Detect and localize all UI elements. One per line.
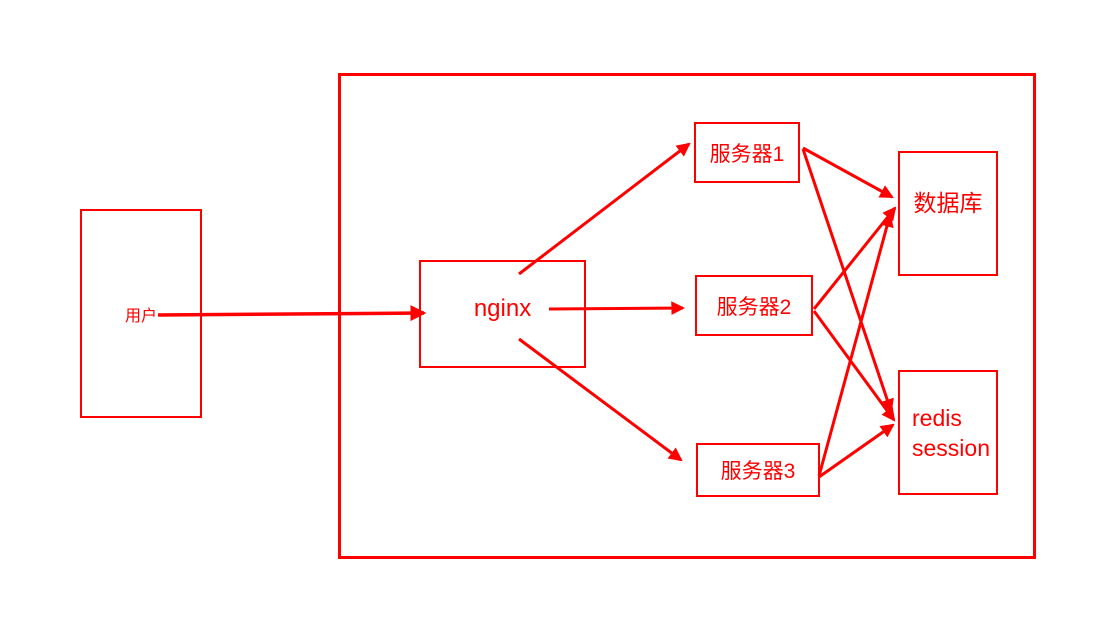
node-redis-session-label: redis session: [912, 404, 990, 461]
node-server3-label: 服务器3: [720, 460, 796, 483]
node-server1: 服务器1: [694, 122, 800, 183]
node-redis-session: redis session: [898, 370, 998, 495]
node-server2: 服务器2: [695, 275, 813, 336]
node-user-label: 用户: [124, 307, 157, 325]
node-user: 用户: [80, 209, 202, 418]
node-nginx-label: nginx: [473, 295, 532, 322]
node-server1-label: 服务器1: [709, 142, 785, 166]
node-nginx: nginx: [419, 260, 586, 368]
node-server3: 服务器3: [696, 443, 820, 497]
node-server2-label: 服务器2: [716, 295, 792, 319]
node-database: 数据库: [898, 151, 998, 276]
node-database-label: 数据库: [913, 189, 983, 216]
